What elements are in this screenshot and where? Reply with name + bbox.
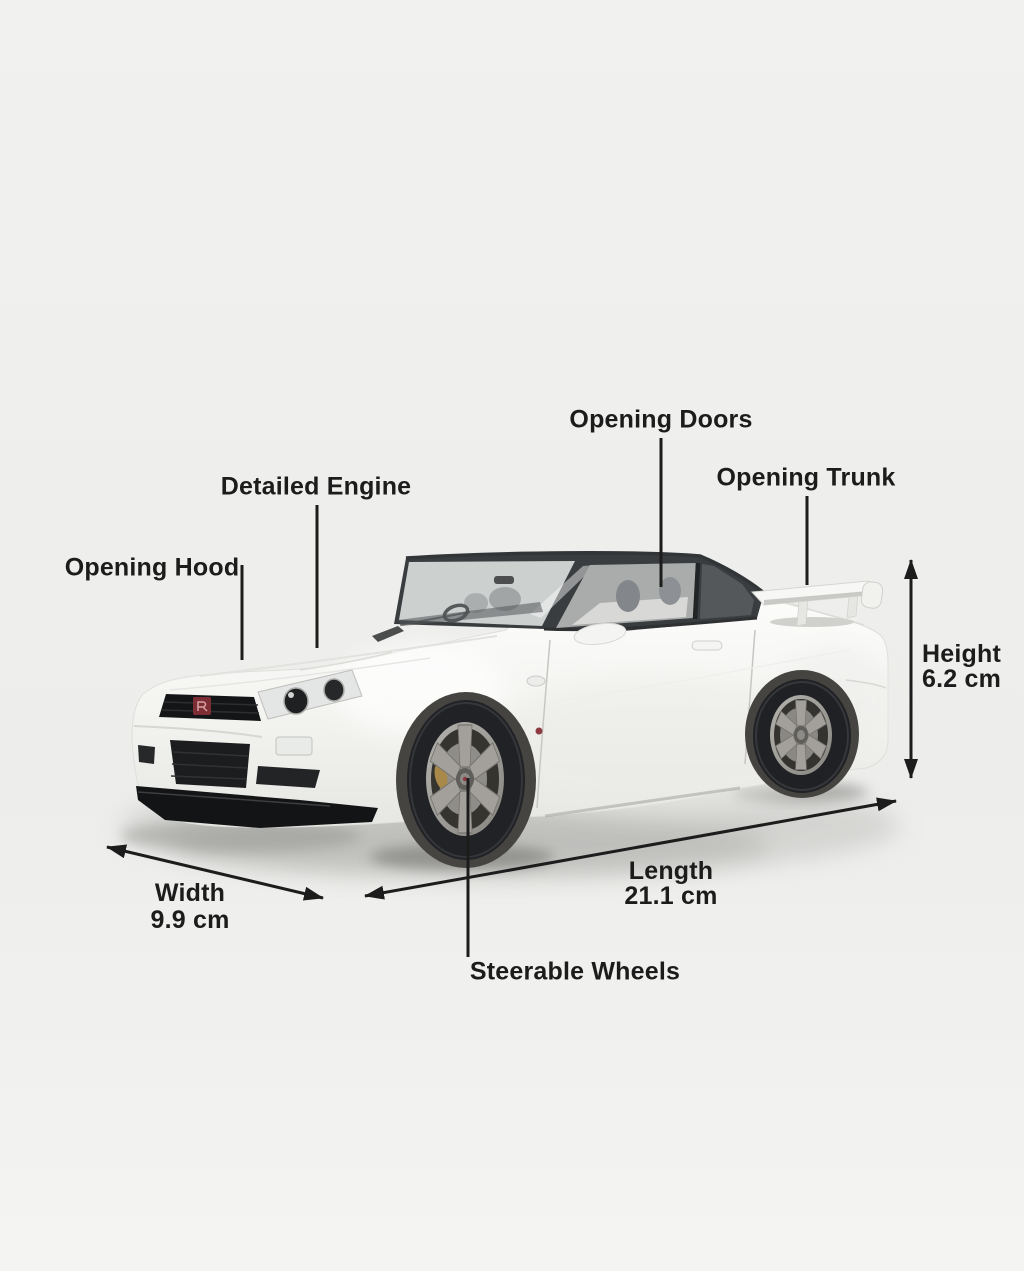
height-value: 6.2 cm <box>922 665 1002 693</box>
length-label: Length <box>628 857 714 885</box>
rear-wheel <box>745 670 859 798</box>
wiper <box>399 611 471 626</box>
door-seam-front <box>536 639 551 809</box>
width-label: Width <box>154 879 226 907</box>
annotation-label-opening-trunk: Opening Trunk <box>716 463 896 492</box>
height-label: Height <box>922 640 1001 668</box>
annotation-label-steerable-wheels: Steerable Wheels <box>469 957 681 986</box>
side-badge <box>535 727 543 735</box>
door-handle <box>691 640 723 651</box>
quarter-window <box>700 564 754 619</box>
front-fascia <box>133 669 378 828</box>
b-pillar <box>692 562 701 620</box>
annotation-label-opening-hood: Opening Hood <box>64 553 240 582</box>
side-indicator <box>526 675 546 687</box>
annotation-label-detailed-engine: Detailed Engine <box>220 472 412 501</box>
corner-vent <box>138 745 155 764</box>
seat-headrest <box>659 577 681 605</box>
turn-signal <box>275 736 313 756</box>
dashboard <box>398 602 543 626</box>
length-dimension-label: Length 21.1 cm <box>624 859 717 909</box>
annotation-lines <box>106 438 918 957</box>
side-mirror <box>573 622 627 646</box>
annotation-label-opening-doors: Opening Doors <box>569 405 753 434</box>
length-dimension-arrow <box>364 797 897 900</box>
bumper-vent <box>256 766 320 788</box>
hood-vent <box>372 626 404 642</box>
length-value: 21.1 cm <box>624 882 718 910</box>
width-dimension-label: Width 9.9 cm <box>150 880 229 934</box>
door-seam-rear <box>744 629 756 765</box>
roof-trim <box>405 551 766 595</box>
gtr-badge <box>193 697 211 715</box>
bumper-intake <box>170 740 250 788</box>
seat-headrest <box>616 580 640 612</box>
width-value: 9.9 cm <box>150 906 230 934</box>
greenhouse <box>394 551 766 632</box>
rearview-mirror <box>494 576 514 584</box>
spoiler-endplate <box>860 581 884 609</box>
front-wheel <box>396 692 536 868</box>
height-dimension-label: Height 6.2 cm <box>922 642 1001 692</box>
rear-spoiler <box>750 580 884 627</box>
width-dimension-arrow <box>106 844 324 901</box>
